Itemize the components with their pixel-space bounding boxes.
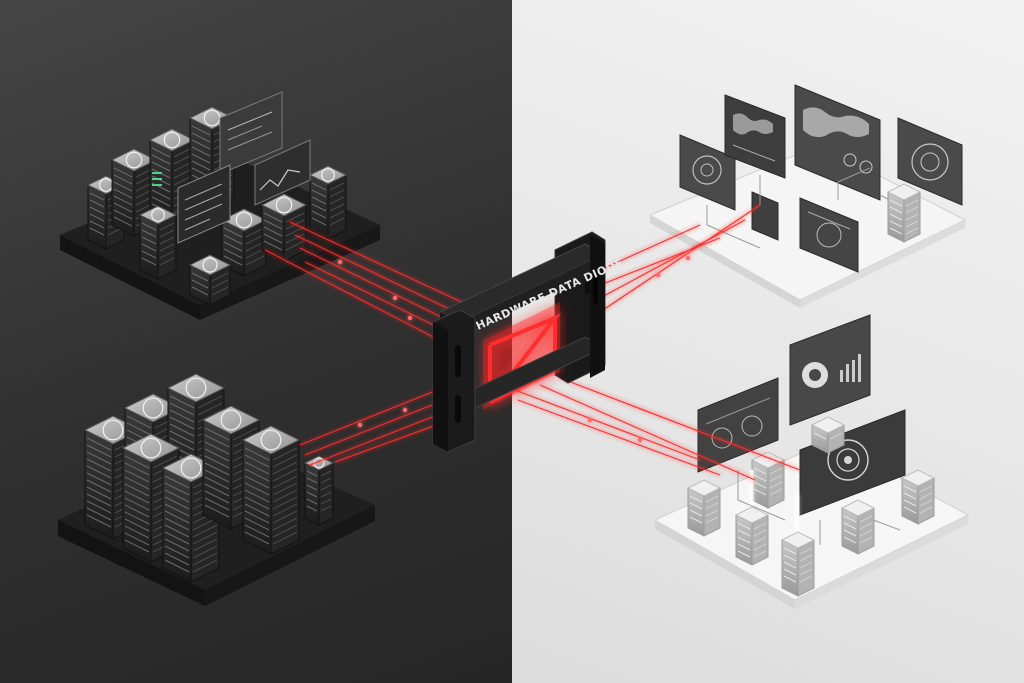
platform-edge bbox=[200, 225, 380, 320]
hardware-data-diode: HARDWARE DATA DIODE bbox=[432, 231, 625, 453]
gauge-icon bbox=[679, 134, 736, 211]
dashboard-screen-icon bbox=[799, 197, 859, 273]
gauge-icon bbox=[789, 314, 871, 426]
server-rack-group bbox=[686, 416, 936, 597]
server-rack-icon bbox=[840, 499, 876, 555]
platform-edge bbox=[205, 505, 375, 606]
light-beams bbox=[750, 470, 799, 530]
dashboard-screen-icon bbox=[254, 139, 311, 206]
server-rack-icon bbox=[810, 416, 846, 454]
server-rack-icon bbox=[260, 193, 308, 262]
server-rack-icon bbox=[308, 165, 348, 240]
gauge-icon bbox=[799, 409, 906, 516]
server-rack-icon bbox=[188, 254, 232, 306]
dashboard-screen-icon bbox=[751, 191, 779, 241]
server-rack-icon bbox=[780, 531, 816, 597]
platform-edge bbox=[650, 215, 800, 308]
status-lights bbox=[152, 172, 162, 186]
world-map-icon bbox=[724, 94, 786, 179]
server-rack-icon bbox=[138, 205, 178, 280]
dashboard-screen-icon bbox=[177, 164, 231, 244]
top-left-datacenter bbox=[60, 91, 380, 320]
dashboard-screen-icon bbox=[697, 377, 779, 473]
server-rack-icon bbox=[220, 208, 268, 277]
platform-edge bbox=[795, 515, 968, 609]
dashboard-screen-icon bbox=[219, 91, 283, 175]
server-rack-group bbox=[886, 183, 922, 243]
server-rack-icon bbox=[750, 451, 786, 509]
platform-edge bbox=[655, 520, 795, 609]
server-rack-group bbox=[83, 373, 335, 583]
gauge-icon bbox=[897, 117, 963, 206]
platform-edge bbox=[60, 235, 200, 320]
world-map-icon bbox=[794, 84, 881, 201]
server-rack-icon bbox=[303, 455, 335, 526]
top-right-dashboards bbox=[648, 84, 967, 308]
data-packets bbox=[337, 255, 691, 443]
server-rack-icon bbox=[686, 479, 722, 537]
server-rack-icon bbox=[161, 453, 221, 583]
server-rack-icon bbox=[241, 425, 301, 555]
server-rack-icon bbox=[734, 506, 770, 566]
server-rack-icon bbox=[886, 183, 922, 243]
bottom-left-rack-farm bbox=[58, 373, 375, 606]
platform-edge bbox=[800, 220, 965, 308]
server-rack-icon bbox=[900, 469, 936, 525]
bottom-right-analytics bbox=[653, 314, 970, 609]
platform-edge bbox=[58, 520, 205, 606]
